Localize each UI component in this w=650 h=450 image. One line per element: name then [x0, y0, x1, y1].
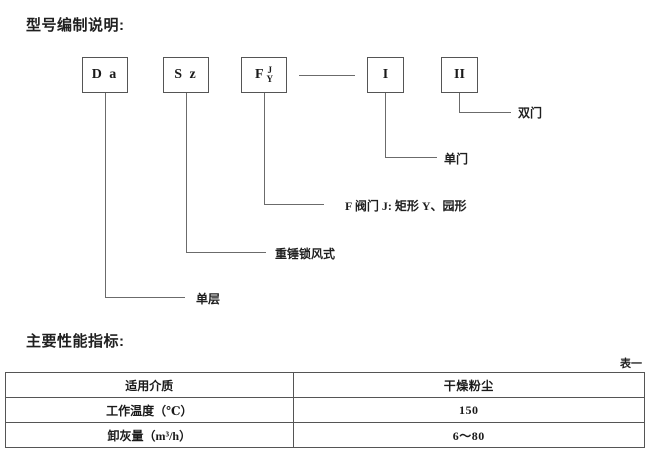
code-box-da-label: D a: [91, 67, 119, 82]
connector-lock-horizontal: [186, 252, 266, 253]
code-box-ii: II: [441, 57, 478, 93]
connector-dash-middle: [299, 75, 355, 76]
table-caption: 表一: [620, 358, 642, 370]
connector-double-door-vertical: [459, 93, 460, 113]
annotation-double-door: 双门: [518, 106, 543, 120]
code-box-da: D a: [82, 57, 128, 93]
table-cell-value: 150: [292, 397, 646, 423]
table-row: 卸灰量（m³/h） 6～80: [5, 422, 646, 448]
table-cell-label: 适用介质: [5, 372, 294, 398]
annotation-single-door: 单门: [444, 152, 469, 166]
page-title-model-code: 型号编制说明:: [26, 17, 125, 34]
table-cell-value: 6～80: [292, 422, 646, 448]
connector-layer-vertical: [105, 93, 106, 298]
code-box-f-fraction: J Y: [266, 64, 274, 85]
code-box-sz-label: S z: [174, 67, 198, 82]
code-box-sz: S z: [163, 57, 209, 93]
annotation-layer-type: 单层: [196, 292, 221, 306]
code-box-i-label: I: [382, 67, 389, 82]
code-box-f-denominator: Y: [266, 74, 274, 84]
model-code-diagram: D a S z F J Y I II 双门 单门 F 阀门 J: 矩形 Y、园形…: [82, 57, 543, 306]
connector-double-door-horizontal: [459, 112, 511, 113]
table-row: 工作温度（℃） 150: [5, 397, 646, 423]
annotation-valve-type: F 阀门 J: 矩形 Y、园形: [345, 199, 467, 213]
code-box-f-label: F: [254, 67, 266, 82]
connector-layer-horizontal: [105, 297, 185, 298]
table-cell-label: 卸灰量（m³/h）: [5, 422, 294, 448]
annotation-lock-type: 重锤锁风式: [275, 247, 336, 261]
connector-valve-horizontal: [264, 204, 324, 205]
connector-lock-vertical: [186, 93, 187, 253]
connector-single-door-vertical: [385, 93, 386, 158]
table-cell-value: 干燥粉尘: [292, 372, 646, 398]
connector-valve-vertical: [264, 93, 265, 205]
performance-table: 适用介质 干燥粉尘 工作温度（℃） 150 卸灰量（m³/h） 6～80: [5, 372, 646, 448]
code-box-i: I: [367, 57, 404, 93]
code-box-f: F J Y: [241, 57, 287, 93]
table-cell-label: 工作温度（℃）: [5, 397, 294, 423]
page-title-performance: 主要性能指标:: [26, 333, 125, 350]
code-box-ii-label: II: [454, 67, 465, 82]
table-row: 适用介质 干燥粉尘: [5, 372, 646, 398]
connector-single-door-horizontal: [385, 157, 437, 158]
code-box-f-numerator: J: [267, 64, 273, 75]
